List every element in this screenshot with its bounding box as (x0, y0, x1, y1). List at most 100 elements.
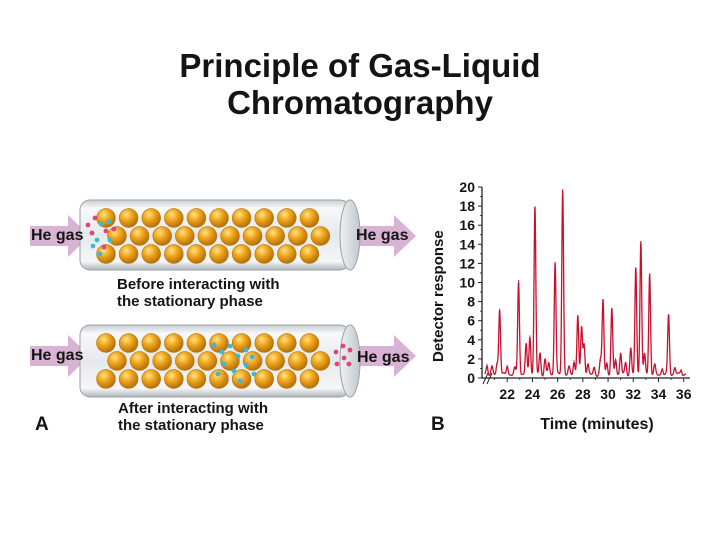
stationary-bead (220, 226, 240, 246)
stationary-bead (118, 208, 139, 228)
stationary-bead (299, 244, 320, 264)
peak-point (554, 261, 556, 264)
peak-point (620, 352, 622, 354)
stationary-bead (175, 351, 195, 371)
x-tick-label: 36 (676, 386, 692, 402)
peak-point (602, 299, 604, 301)
peak-point (680, 368, 682, 370)
gas-arrow-out-bottom (353, 335, 416, 377)
analyte-molecule (347, 347, 353, 353)
analyte-molecule (333, 349, 339, 355)
stationary-bead (231, 369, 252, 389)
title-line-1: Principle of Gas-Liquid (179, 47, 541, 84)
he-gas-inlet-label-top: He gas (31, 227, 84, 244)
title-line-2: Chromatography (227, 84, 493, 121)
analyte-molecule (334, 361, 340, 367)
caption-before-line-1: Before interacting with (117, 276, 280, 293)
stationary-bead (310, 351, 331, 371)
stationary-bead (107, 351, 127, 371)
stationary-bead (299, 333, 320, 353)
peak-point (580, 327, 583, 329)
analyte-molecule (243, 347, 249, 353)
peak-point (630, 347, 632, 349)
stationary-bead (141, 208, 161, 228)
panel-letter-a: A (35, 414, 49, 435)
analyte-molecule (235, 353, 241, 359)
analyte-molecules-adsorbed (211, 342, 257, 384)
stationary-bead (186, 333, 207, 353)
analyte-molecule (237, 378, 243, 384)
analyte-molecule (221, 361, 227, 367)
x-tick-label: 32 (625, 386, 641, 402)
stationary-bead (129, 226, 150, 246)
stationary-bead (197, 351, 218, 371)
stationary-bead (197, 226, 218, 246)
analyte-molecule (219, 349, 225, 355)
peak-point (486, 364, 488, 366)
stationary-bead (288, 351, 308, 371)
y-tick-label: 0 (467, 370, 475, 386)
peak-point (640, 240, 642, 243)
peak-point (577, 315, 579, 317)
stationary-bead (265, 351, 285, 371)
column-tube-before (30, 199, 416, 271)
x-tick-label: 30 (600, 386, 616, 402)
analyte-molecule (249, 354, 255, 360)
x-tick-label: 28 (575, 386, 591, 402)
he-gas-inlet-label-bottom: He gas (31, 347, 84, 364)
peak-point (534, 207, 536, 209)
stationary-bead (277, 333, 297, 353)
x-axis-label: Time (minutes) (540, 416, 654, 433)
stationary-bead (164, 244, 184, 264)
y-tick-label: 20 (459, 179, 475, 195)
peak-point (548, 362, 550, 364)
analyte-molecule (111, 226, 117, 232)
y-tick-label: 16 (459, 217, 475, 233)
analyte-molecule (94, 237, 100, 243)
peak-point (525, 343, 527, 346)
peak-point (573, 360, 575, 362)
y-tick-label: 12 (459, 255, 475, 271)
stationary-bead (175, 226, 195, 246)
analyte-molecule (231, 368, 237, 374)
panel-letter-b: B (431, 414, 445, 435)
stationary-bead (231, 208, 252, 228)
caption-before: Before interacting with the stationary p… (117, 276, 280, 310)
stationary-bead (277, 369, 297, 389)
stationary-bead (141, 333, 161, 353)
stationary-bead (299, 208, 320, 228)
analyte-molecule (97, 251, 103, 257)
stationary-bead (118, 369, 139, 389)
gas-arrow-in-top (30, 215, 90, 257)
stationary-bead (164, 369, 184, 389)
analyte-molecule (106, 219, 112, 225)
y-tick-label: 4 (467, 332, 475, 348)
y-tick-label: 10 (459, 275, 475, 291)
stationary-bead (186, 244, 207, 264)
peak-point (593, 366, 595, 369)
peak-point (611, 309, 613, 311)
detector-trace (484, 190, 687, 377)
peak-point (529, 335, 531, 337)
analyte-molecule (211, 342, 217, 348)
stationary-bead (209, 208, 229, 228)
analyte-molecule (215, 371, 221, 377)
gas-arrow-out-top (353, 215, 416, 257)
caption-after-line-2: the stationary phase (118, 417, 264, 434)
peak-point (667, 314, 670, 316)
stationary-bead (152, 226, 172, 246)
peak-point (562, 189, 564, 191)
stationary-bead (186, 208, 207, 228)
peak-point (649, 273, 651, 275)
stationary-bead (242, 226, 263, 246)
x-tick-label: 22 (499, 386, 515, 402)
peak-point (599, 360, 602, 362)
peak-point (568, 366, 570, 369)
analyte-molecules-outlet (333, 343, 353, 367)
peak-point (674, 366, 676, 369)
stationary-bead (254, 244, 274, 264)
